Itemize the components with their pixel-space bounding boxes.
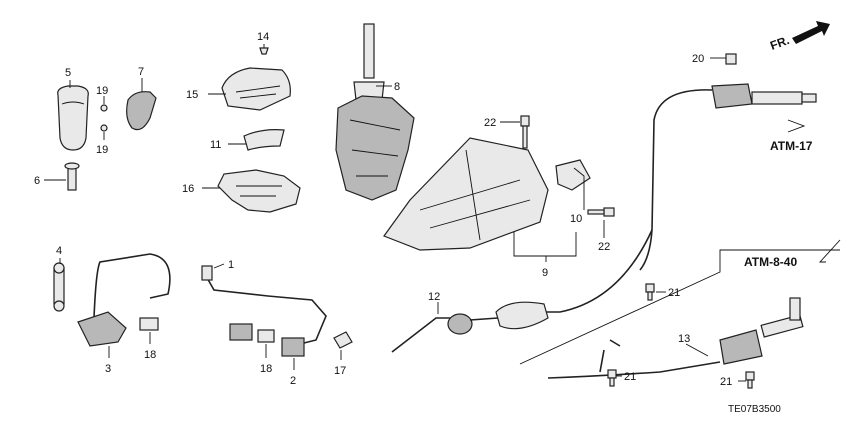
- position-switch-plug: [201, 265, 213, 281]
- shift-lever-assembly: [335, 23, 415, 201]
- callout-17: 17: [334, 365, 346, 377]
- knob-pin: [64, 162, 80, 191]
- callout-7: 7: [138, 66, 144, 78]
- knob-cover: [126, 91, 157, 131]
- diagram-code: TE07B3500: [728, 404, 781, 415]
- position-switch: [229, 323, 305, 357]
- bolt-upper: [520, 115, 530, 149]
- callout-16: 16: [182, 183, 194, 195]
- callout-21-upper: 21: [668, 287, 680, 299]
- callout-3: 3: [105, 363, 111, 375]
- callout-14: 14: [257, 31, 269, 43]
- bolt-21-middle: [607, 369, 617, 387]
- shift-knob: [57, 85, 89, 151]
- front-direction-arrow: [792, 21, 830, 44]
- ref-atm-8-40: ATM-8-40: [744, 255, 797, 269]
- callout-19-upper: 19: [96, 85, 108, 97]
- callout-10: 10: [570, 213, 582, 225]
- callout-9: 9: [542, 267, 548, 279]
- cable-end-upper: [711, 53, 817, 109]
- callout-22-upper: 22: [484, 117, 496, 129]
- subview-boundary: [519, 249, 840, 365]
- callout-20: 20: [692, 53, 704, 65]
- indicator-panel: [221, 67, 291, 111]
- cable-bracket: [555, 159, 591, 191]
- connector-right: [257, 329, 275, 343]
- callout-18-left: 18: [144, 349, 156, 361]
- callout-6: 6: [34, 175, 40, 187]
- callout-8: 8: [394, 81, 400, 93]
- callout-22-lower: 22: [598, 241, 610, 253]
- shift-cable-lower: [530, 229, 653, 313]
- callout-1: 1: [228, 259, 234, 271]
- callout-18-right: 18: [260, 363, 272, 375]
- callout-15: 15: [186, 89, 198, 101]
- bolt-lower: [587, 207, 615, 217]
- solenoid-harness: [93, 253, 171, 319]
- switch-harness: [205, 275, 327, 347]
- nut: [333, 331, 353, 349]
- callout-5: 5: [65, 67, 71, 79]
- shift-base-bracket: [383, 137, 549, 251]
- bolt-21-upper: [645, 283, 655, 301]
- bolt-21-lower: [745, 371, 755, 389]
- callout-4: 4: [56, 245, 62, 257]
- callout-2: 2: [290, 375, 296, 387]
- solenoid-link: [53, 262, 65, 312]
- ref-atm-17: ATM-17: [770, 139, 813, 153]
- ref-atm-8-40-pointer: [818, 239, 841, 263]
- lower-cable-assembly: [547, 297, 804, 379]
- slide-cover: [243, 129, 285, 151]
- callout-21-lower: 21: [720, 376, 732, 388]
- clip-upper: [100, 104, 108, 112]
- front-label: FR.: [768, 33, 791, 53]
- callout-19-lower: 19: [96, 144, 108, 156]
- leader-lines: [44, 44, 806, 382]
- callout-21-middle: 21: [624, 371, 636, 383]
- callout-11: 11: [210, 139, 221, 151]
- small-clip: [259, 47, 269, 55]
- connector-left: [139, 317, 159, 331]
- callout-12: 12: [428, 291, 440, 303]
- indicator-base: [217, 169, 301, 213]
- clip-lower: [100, 124, 108, 132]
- shift-cable-upper: [639, 89, 713, 271]
- callout-13: 13: [678, 333, 690, 345]
- shift-cable: [391, 301, 549, 353]
- shift-lock-solenoid: [77, 311, 127, 347]
